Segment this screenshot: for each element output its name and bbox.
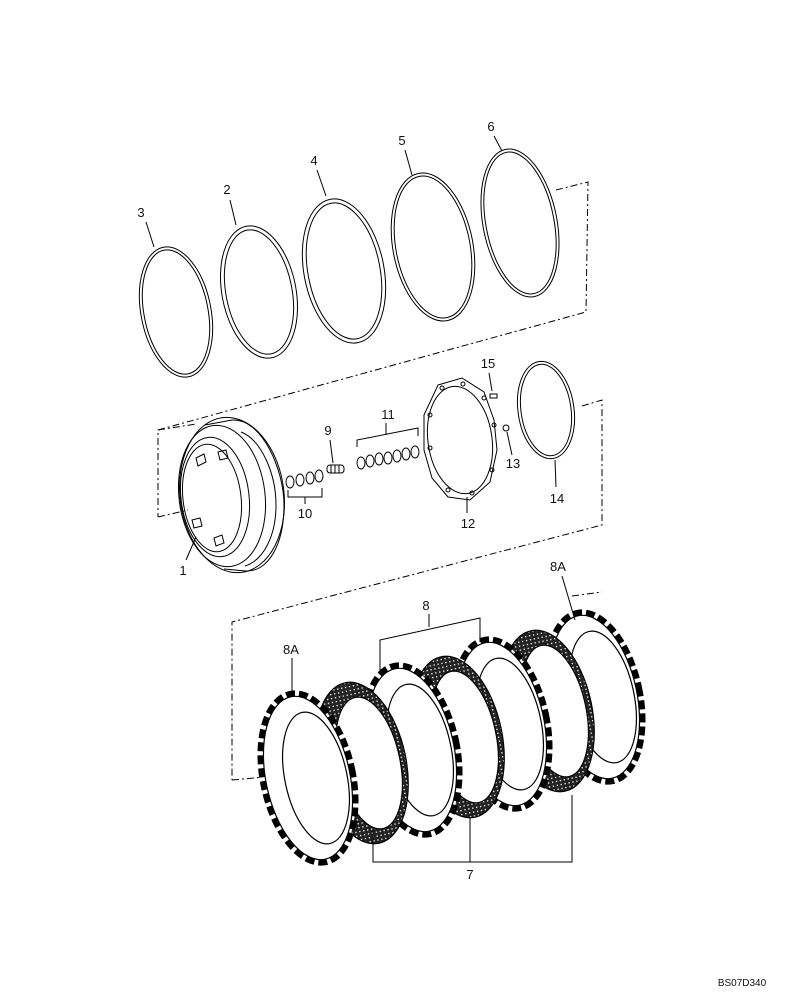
drawing-code: BS07D340 — [718, 978, 767, 989]
callout-8: 8 — [422, 598, 429, 613]
seal-rings-group — [138, 148, 560, 378]
callout-12: 12 — [461, 516, 475, 531]
seal-ring-2 — [219, 225, 299, 359]
retainer-plate-12 — [423, 377, 498, 501]
bracket-11 — [356, 427, 419, 447]
snap-ring-14 — [516, 360, 576, 460]
callout-labels: 3 2 4 5 6 9 11 15 13 14 12 10 1 8A 8 8A … — [137, 119, 566, 882]
seal-ring-3 — [138, 246, 214, 378]
leader-lines — [145, 135, 576, 694]
callout-10: 10 — [298, 506, 312, 521]
bracket-8 — [379, 617, 481, 672]
bracket-10 — [287, 488, 323, 498]
separator-plate-8a-left — [257, 690, 359, 866]
spring-set-11 — [356, 445, 420, 470]
callout-15: 15 — [481, 356, 495, 371]
callout-14: 14 — [550, 491, 564, 506]
seal-ring-4 — [301, 198, 387, 344]
seal-ring-5 — [390, 172, 476, 322]
callout-5: 5 — [398, 133, 405, 148]
callout-6: 6 — [487, 119, 494, 134]
pin-9 — [326, 464, 345, 474]
callout-4: 4 — [310, 153, 317, 168]
spring-set-10 — [285, 469, 324, 489]
callout-8a-left: 8A — [283, 642, 299, 657]
callout-8a-right: 8A — [550, 559, 566, 574]
clutch-piston-housing — [177, 416, 285, 574]
clutch-pack — [257, 609, 646, 866]
callout-11: 11 — [381, 407, 395, 422]
screw-15 — [489, 393, 498, 399]
callout-13: 13 — [506, 456, 520, 471]
callout-3: 3 — [137, 205, 144, 220]
callout-7: 7 — [466, 867, 473, 882]
callout-2: 2 — [223, 182, 230, 197]
bracket-7 — [372, 795, 573, 863]
seal-ring-6 — [480, 148, 560, 298]
ball-13 — [502, 424, 510, 432]
guide-lines-middle — [231, 399, 603, 781]
callout-1: 1 — [179, 563, 186, 578]
callout-9: 9 — [324, 423, 331, 438]
